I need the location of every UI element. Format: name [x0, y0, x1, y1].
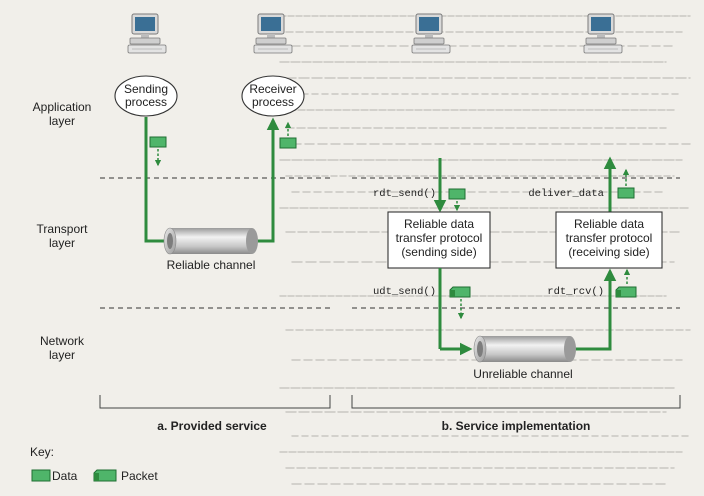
- unreliable-channel-right-link: [571, 268, 617, 351]
- receiver-computer-icon-right: [583, 13, 623, 54]
- data-icon-deliver: [617, 187, 635, 199]
- caption-service-implementation: b. Service implementation: [442, 419, 591, 433]
- rdt-sending-side-box: [387, 211, 491, 269]
- bracket-service-implementation: [351, 395, 681, 409]
- caption-provided-service: a. Provided service: [157, 419, 267, 433]
- receiver-process-node: [241, 75, 305, 117]
- reliable-channel-path-out: [254, 117, 280, 243]
- key-packet-label: Packet: [121, 469, 158, 483]
- reliable-channel-pipe: [163, 227, 258, 255]
- key-title: Key:: [30, 445, 54, 459]
- key-data-icon: [31, 469, 51, 482]
- sending-process-node: [114, 75, 178, 117]
- rdt-send-label: rdt_send(): [373, 188, 436, 200]
- deliver-data-label: deliver_data: [528, 188, 604, 200]
- rdt-rcv-label: rdt_rcv(): [547, 286, 604, 298]
- reliable-channel-path: [144, 117, 165, 243]
- data-icon-receive: [279, 137, 297, 149]
- reliable-channel-label: Reliable channel: [167, 258, 256, 272]
- packet-icon-rdt-rcv: [615, 286, 637, 298]
- key-packet-icon: [93, 469, 117, 482]
- udt-send-label: udt_send(): [373, 286, 436, 298]
- unreliable-channel-label: Unreliable channel: [473, 367, 572, 381]
- packet-icon-udt-send: [449, 286, 471, 298]
- data-icon-send: [149, 136, 167, 148]
- sender-computer-icon: [127, 13, 167, 54]
- rdt-receiving-side-box: [555, 211, 663, 269]
- bracket-provided-service: [99, 395, 331, 409]
- receiver-computer-icon: [253, 13, 293, 54]
- key-data-label: Data: [52, 469, 78, 483]
- unreliable-channel-pipe: [473, 335, 576, 363]
- data-icon-rdt-send: [448, 188, 466, 200]
- sender-computer-icon-right: [411, 13, 451, 54]
